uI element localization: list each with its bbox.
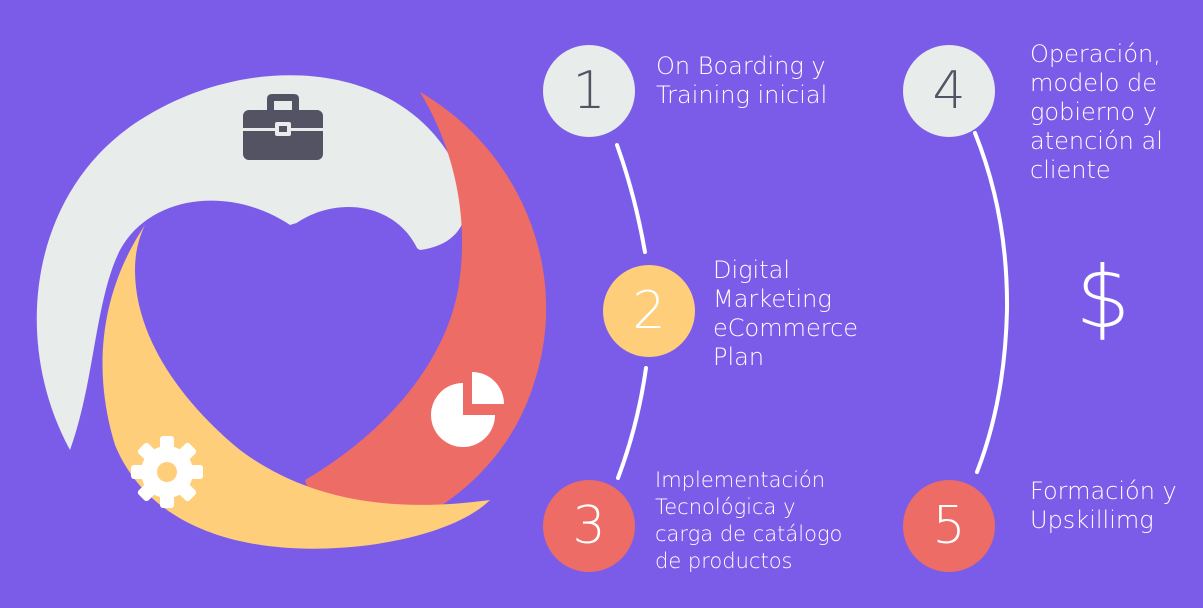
grey-swirl [36,75,467,450]
step-3-number: 3 [572,496,606,556]
step-3-circle: 3 [543,480,635,572]
dollar-icon: $ [1075,247,1131,348]
briefcase-icon [243,94,323,160]
heart-shape [144,207,426,480]
step-2-circle: 2 [603,265,695,357]
step-2-number: 2 [632,281,666,341]
connector-1-2 [615,143,647,254]
step-1-circle: 1 [543,45,635,137]
gear-icon [131,436,203,508]
connector-2-3 [616,366,648,480]
pie-chart-icon [431,372,504,447]
step-1-number: 1 [572,61,606,121]
connector-4-5 [973,131,1010,474]
step-5-label: Formación y Upskillimg [1030,477,1177,534]
step-4-label: Operación, modelo de gobierno y atención… [1030,40,1163,184]
step-3-label: Implementación Tecnológica y carga de ca… [655,468,843,573]
step-2-label: Digital Marketing eCommerce Plan [713,256,859,371]
step-5-circle: 5 [903,480,995,572]
step-5-number: 5 [932,496,966,556]
step-1-label: On Boarding y Training inicial [656,52,828,109]
step-4-circle: 4 [903,45,995,137]
step-4-number: 4 [932,61,966,121]
